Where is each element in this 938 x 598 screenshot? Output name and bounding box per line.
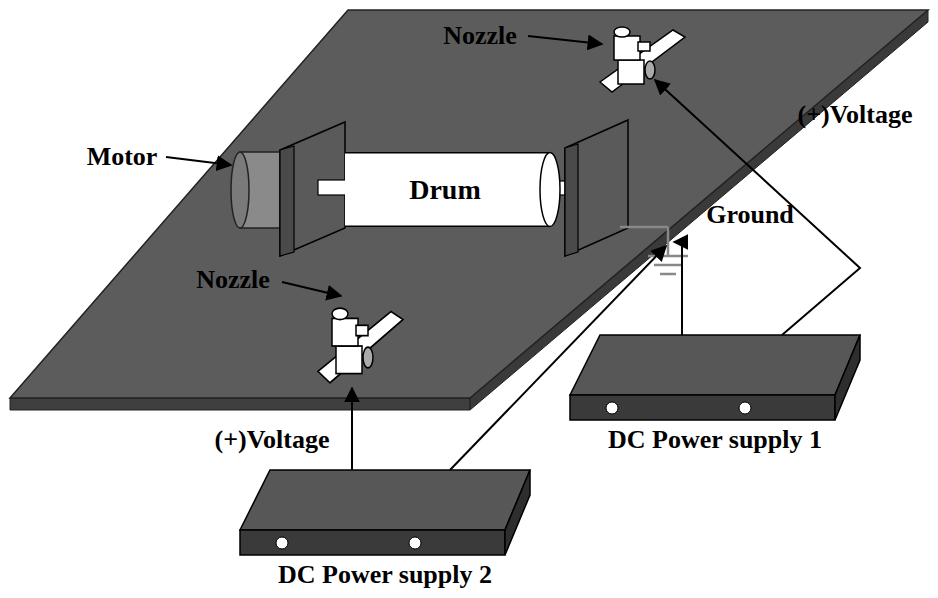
power-supply-label: DC Power supply 1 xyxy=(557,426,873,455)
nozzle-label: Nozzle xyxy=(196,266,270,295)
power-supply: DC Power supply 1 xyxy=(557,332,873,455)
voltage-label: (+)Voltage xyxy=(798,101,913,130)
power-supply-shape xyxy=(235,467,535,559)
motor-label: Motor xyxy=(87,143,158,172)
support-plate xyxy=(565,120,628,256)
power-supply-shape xyxy=(565,332,865,424)
drum-label: Drum xyxy=(409,175,481,206)
power-supply-label: DC Power supply 2 xyxy=(227,561,543,590)
drum: Drum xyxy=(345,152,560,228)
nozzle xyxy=(318,308,403,383)
shaft xyxy=(318,180,346,195)
ground-symbol xyxy=(620,227,688,274)
plate-edge xyxy=(10,398,470,410)
voltage-label: (+)Voltage xyxy=(215,426,330,455)
nozzle xyxy=(600,27,685,92)
support-plate xyxy=(280,122,345,256)
base-plate xyxy=(10,10,928,398)
leader-arrow xyxy=(166,36,602,296)
ground-label: Ground xyxy=(706,201,794,230)
wire xyxy=(352,80,860,470)
nozzle-label: Nozzle xyxy=(443,22,517,51)
power-supply: DC Power supply 2 xyxy=(227,467,543,590)
